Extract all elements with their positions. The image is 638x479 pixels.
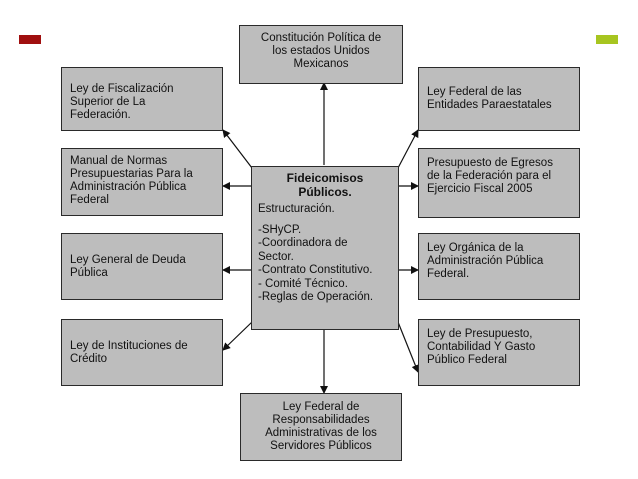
box-line: Federal. [427, 268, 470, 280]
box-line: Ley de Instituciones de [70, 340, 188, 352]
left-accent-bar [19, 35, 41, 44]
box-line: Manual de Normas [70, 155, 168, 167]
box-line: Ejercicio Fiscal 2005 [427, 183, 533, 195]
box-line: Público Federal [427, 354, 507, 366]
box-presupuesto-egresos: Presupuesto de Egresos de la Federación … [418, 148, 580, 218]
center-title: Públicos. [298, 185, 352, 199]
box-line: Ley Orgánica de la [427, 242, 524, 254]
box-responsabilidades: Ley Federal de Responsabilidades Adminis… [240, 393, 402, 461]
box-line: Administrativas de los [265, 427, 377, 439]
box-line: Ley de Presupuesto, [427, 328, 533, 340]
arrow-to-left4 [222, 321, 253, 351]
right-accent-bar [596, 35, 618, 44]
box-line: Superior de La [70, 96, 146, 108]
box-line: Mexicanos [293, 58, 349, 70]
box-line: Ley General de Deuda [70, 254, 186, 266]
center-line: -Contrato Constitutivo. [258, 264, 373, 276]
center-line: Estructuración. [258, 203, 335, 215]
box-line: Pública [70, 267, 108, 279]
box-line: Ley Federal de las [427, 86, 522, 98]
center-line [258, 217, 392, 224]
box-line: Presupuestarias Para la [70, 168, 193, 180]
box-entidades-paraestatales: Ley Federal de las Entidades Paraestatal… [418, 67, 580, 131]
box-line: Ley de Fiscalización [70, 83, 174, 95]
arrow-to-right4 [397, 321, 420, 373]
box-deuda-publica: Ley General de Deuda Pública [61, 233, 223, 300]
box-line: Servidores Públicos [270, 440, 372, 452]
box-line: de la Federación para el [427, 170, 552, 182]
box-line: Federal [70, 194, 109, 206]
center-line: -Reglas de Operación. [258, 291, 374, 303]
box-fideicomisos-publicos: Fideicomisos Públicos. Estructuración. -… [251, 166, 399, 330]
box-constitucion: Constitución Política de los estados Uni… [239, 25, 403, 84]
box-line: los estados Unidos [272, 45, 370, 57]
box-line: Administración Pública [70, 181, 187, 193]
box-line: Crédito [70, 353, 108, 365]
box-fiscalizacion: Ley de Fiscalización Superior de La Fede… [61, 67, 223, 131]
box-line: Responsabilidades [272, 414, 370, 426]
arrow-to-left1 [222, 129, 253, 169]
center-line: -Coordinadora de [258, 237, 348, 249]
box-manual-normas: Manual de Normas Presupuestarias Para la… [61, 148, 223, 216]
box-ley-organica: Ley Orgánica de la Administración Públic… [418, 233, 580, 300]
center-line: - Comité Técnico. [258, 277, 348, 290]
box-line: Administración Pública [427, 255, 544, 267]
box-presupuesto-contabilidad: Ley de Presupuesto, Contabilidad Y Gasto… [418, 319, 580, 386]
box-line: Presupuesto de Egresos [427, 157, 553, 169]
box-line: Federación. [70, 109, 131, 121]
arrow-to-right1 [397, 129, 419, 169]
box-line: Entidades Paraestatales [427, 99, 552, 111]
box-instituciones-credito: Ley de Instituciones de Crédito [61, 319, 223, 386]
center-line: -SHyCP. [258, 223, 302, 236]
center-line: Sector. [258, 250, 294, 263]
box-line: Constitución Política de [260, 32, 382, 44]
box-line: Ley Federal de [282, 401, 360, 413]
center-title: Fideicomisos [286, 171, 364, 185]
box-line: Contabilidad Y Gasto [427, 341, 536, 353]
